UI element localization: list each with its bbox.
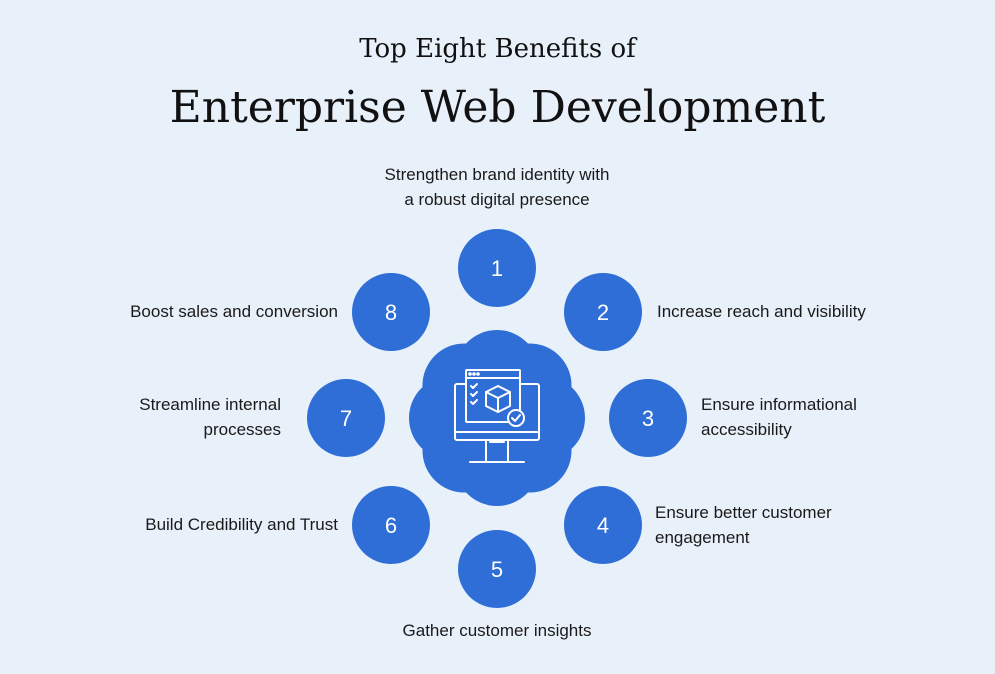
website-monitor-icon <box>454 369 540 463</box>
benefit-circle-shape <box>352 486 430 564</box>
benefit-circle-shape <box>609 379 687 457</box>
benefit-label-8: Boost sales and conversion <box>130 299 338 324</box>
benefit-number: 7 <box>340 406 352 431</box>
benefit-circle-shape <box>564 486 642 564</box>
benefit-label-line: accessibility <box>701 420 792 439</box>
benefit-circle-6: 6 <box>352 486 430 564</box>
benefit-number: 6 <box>385 513 397 538</box>
benefit-label-line: Build Credibility and Trust <box>145 515 338 534</box>
benefit-label-line: Ensure informational <box>701 395 857 414</box>
benefit-label-line: Streamline internal <box>139 395 281 414</box>
benefit-label-line: engagement <box>655 528 750 547</box>
benefit-label-7: Streamline internal processes <box>139 392 281 442</box>
benefit-label-5: Gather customer insights <box>297 618 697 643</box>
benefit-number: 2 <box>597 300 609 325</box>
benefit-label-2: Increase reach and visibility <box>657 299 866 324</box>
benefit-label-line: Ensure better customer <box>655 503 832 522</box>
benefit-circle-shape <box>458 229 536 307</box>
benefit-label-line: a robust digital presence <box>404 190 590 209</box>
benefit-circle-3: 3 <box>609 379 687 457</box>
benefit-circle-5: 5 <box>458 530 536 608</box>
benefit-label-1: Strengthen brand identity with a robust d… <box>297 162 697 212</box>
title-line-1: Top Eight Benefits of <box>359 34 636 64</box>
benefit-label-4: Ensure better customer engagement <box>655 500 832 550</box>
benefit-circle-8: 8 <box>352 273 430 351</box>
benefit-circle-1: 1 <box>458 229 536 307</box>
benefit-label-line: processes <box>203 420 281 439</box>
benefit-circle-2: 2 <box>564 273 642 351</box>
benefit-label-6: Build Credibility and Trust <box>145 512 338 537</box>
benefit-circle-shape <box>307 379 385 457</box>
benefit-label-line: Boost sales and conversion <box>130 302 338 321</box>
benefit-number: 4 <box>597 513 609 538</box>
benefit-number: 8 <box>385 300 397 325</box>
benefit-label-line: Strengthen brand identity with <box>384 165 610 184</box>
benefit-circle-shape <box>564 273 642 351</box>
benefit-circle-shape <box>458 530 536 608</box>
benefit-circle-shape <box>352 273 430 351</box>
numbered-circles: 1 2 3 4 5 6 7 8 <box>307 229 687 608</box>
benefit-circle-4: 4 <box>564 486 642 564</box>
benefit-label-line: Increase reach and visibility <box>657 302 866 321</box>
title-line-2: Enterprise Web Development <box>169 82 826 133</box>
benefit-number: 5 <box>491 557 503 582</box>
benefit-label-line: Gather customer insights <box>402 621 592 640</box>
benefit-circle-7: 7 <box>307 379 385 457</box>
benefit-label-3: Ensure informational accessibility <box>701 392 857 442</box>
benefit-number: 3 <box>642 406 654 431</box>
benefit-number: 1 <box>491 256 503 281</box>
